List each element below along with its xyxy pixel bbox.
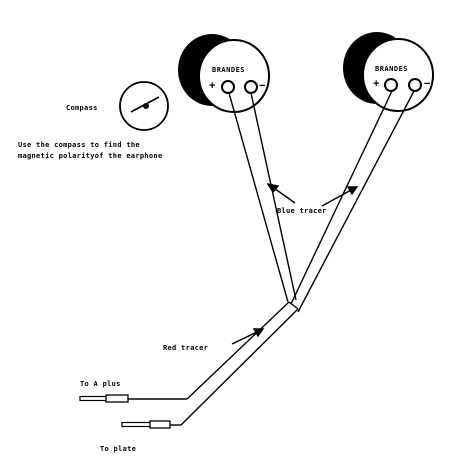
earphone-right-plus-label: + bbox=[373, 78, 380, 90]
earphone-right-minus-label: − bbox=[424, 78, 431, 90]
earphone-left-body bbox=[198, 39, 270, 113]
plug-plate bbox=[121, 420, 181, 429]
to-a-plus-label: To A plus bbox=[80, 380, 121, 388]
blue-tracer-label: Blue tracer bbox=[277, 207, 327, 215]
right-earphone-cord bbox=[290, 90, 415, 313]
instruction-line-1: Use the compass to find the bbox=[18, 141, 140, 149]
earphone-right-brand: BRANDES bbox=[375, 65, 409, 73]
to-plate-label: To plate bbox=[100, 445, 137, 453]
compass-pivot bbox=[143, 103, 149, 109]
earphone-right-body bbox=[362, 38, 434, 112]
compass-label: Compass bbox=[66, 104, 98, 112]
blue-tracer-arrow-right bbox=[321, 188, 354, 207]
red-tracer-arrow bbox=[231, 328, 265, 345]
instruction-line-2: magnetic polarityof the earphone bbox=[18, 152, 163, 160]
earphone-right bbox=[343, 32, 434, 112]
compass bbox=[119, 81, 169, 131]
earphone-right-terminal-plus bbox=[384, 78, 398, 92]
earphone-left-terminal-minus bbox=[244, 80, 258, 94]
earphone-right-terminal-minus bbox=[408, 78, 422, 92]
blue-tracer-arrows bbox=[266, 182, 359, 207]
red-tracer-label: Red tracer bbox=[163, 344, 209, 352]
earphone-left-terminal-plus bbox=[221, 80, 235, 94]
earphone-left-minus-label: − bbox=[259, 80, 266, 92]
earphone-left-plus-label: + bbox=[209, 80, 216, 92]
plug-a-plus bbox=[79, 394, 187, 403]
earphone-left-brand: BRANDES bbox=[212, 66, 246, 74]
main-cord bbox=[180, 301, 299, 426]
left-earphone-cord bbox=[228, 92, 297, 303]
